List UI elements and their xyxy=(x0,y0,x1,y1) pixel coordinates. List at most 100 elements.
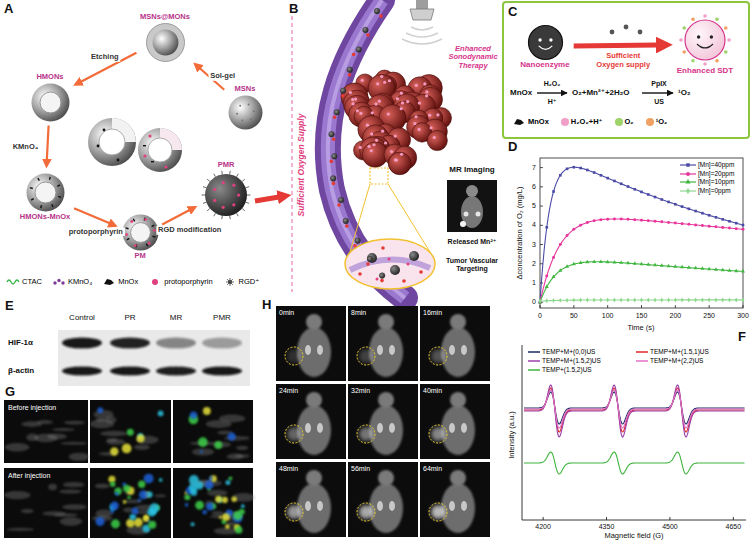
particle-shape xyxy=(710,35,713,38)
particle-shape xyxy=(122,214,158,250)
oxygen-chart xyxy=(599,298,602,303)
oxygen-chart xyxy=(688,208,691,211)
nanoparticle-node: MSNs@MONs xyxy=(139,13,191,62)
particle-shape xyxy=(130,222,150,242)
ultrasound-images xyxy=(222,497,228,503)
epr-chart xyxy=(522,520,746,521)
oxygen-chart xyxy=(586,221,589,224)
mri-images xyxy=(285,425,303,443)
oxygen-chart xyxy=(606,298,609,303)
zoom-inset xyxy=(345,168,435,289)
tumor-mass xyxy=(366,124,369,127)
legend-sample xyxy=(528,360,540,362)
epr-chart xyxy=(733,517,734,520)
zoom-inset xyxy=(350,259,430,270)
oxygen-chart xyxy=(540,186,543,187)
particle-shape xyxy=(237,193,240,196)
zoom-inset xyxy=(402,279,406,283)
western-blot xyxy=(156,367,196,376)
western-blot xyxy=(110,338,150,349)
tick-label: 300 xyxy=(737,312,749,320)
vessel-particles xyxy=(366,262,370,266)
legend-sample xyxy=(528,369,540,371)
particle-shape xyxy=(715,59,719,63)
oxygen-chart xyxy=(573,305,574,308)
flow-arrow xyxy=(255,197,279,201)
lane-label: PMR xyxy=(213,314,231,323)
ultrasound-images xyxy=(212,511,224,515)
vessel-particles xyxy=(329,8,385,282)
oxygen-chart xyxy=(735,227,738,230)
legend-sample xyxy=(685,179,690,184)
oxygen-chart xyxy=(606,260,610,263)
mr-image xyxy=(460,221,466,227)
legend-sample xyxy=(680,170,696,178)
mri-images xyxy=(429,503,447,521)
oxygen-chart xyxy=(633,261,637,264)
ultrasound-images xyxy=(190,412,197,419)
formula: ¹O₂ xyxy=(678,89,690,98)
oxygen-chart xyxy=(675,305,676,308)
ultrasound-images xyxy=(215,496,222,503)
nanozyme-node: Nanoenzyme xyxy=(519,24,570,70)
process-arrow xyxy=(81,53,137,82)
vessel-particles xyxy=(332,154,338,160)
particle-shape xyxy=(246,187,249,188)
tumor-mass xyxy=(370,149,373,152)
tumor-mass xyxy=(341,70,452,175)
oxygen-chart xyxy=(552,190,555,193)
ultrasound-images xyxy=(149,503,159,513)
ultrasound-images xyxy=(209,476,213,480)
oxygen-chart xyxy=(709,305,710,308)
oxygen-chart xyxy=(674,222,677,225)
particle-shape xyxy=(58,195,61,197)
lane-label: MR xyxy=(170,314,182,323)
ultrasound-images xyxy=(225,524,230,529)
tumor-mass xyxy=(372,143,375,146)
oxygen-chart xyxy=(728,220,731,223)
oxygen-chart xyxy=(585,260,589,263)
mri-images xyxy=(420,306,490,381)
ultrasound-images xyxy=(233,511,242,520)
oxygen-chart xyxy=(742,224,745,227)
nanoparticle-node: MSNs xyxy=(227,85,264,130)
legend-sample xyxy=(636,351,648,353)
tumor-mass xyxy=(388,79,391,82)
particle-shape xyxy=(31,83,69,121)
mri-images xyxy=(369,327,403,377)
mri-images xyxy=(276,306,346,381)
mr-image xyxy=(461,196,483,228)
ultrasound-images xyxy=(90,400,171,463)
mri-images xyxy=(317,501,323,511)
mri-images xyxy=(359,349,373,363)
legend-entry: O₂ xyxy=(615,118,634,126)
oxygen-chart xyxy=(681,297,684,302)
tumor-mass xyxy=(433,136,436,139)
ultrasound-images xyxy=(97,407,103,413)
mri-images xyxy=(431,427,445,441)
tick-label: 3 xyxy=(532,241,536,249)
legend-swatch xyxy=(615,118,623,126)
ultrasound-images xyxy=(235,526,242,533)
legend-entry: TEMP+(1.5,2)US xyxy=(528,366,592,373)
zoom-inset xyxy=(409,251,419,261)
legend-entry: ¹O₂ xyxy=(646,118,668,126)
particle-shape xyxy=(56,184,59,187)
particle-shape xyxy=(247,195,251,196)
tumor-mass xyxy=(427,130,447,150)
cutaway-particles xyxy=(99,129,125,155)
oxygen-chart xyxy=(743,305,744,308)
oxygen-chart xyxy=(653,263,657,266)
particle-shape xyxy=(682,26,686,30)
legend-entry: MnOx xyxy=(102,277,138,287)
ultrasound-images xyxy=(4,468,88,538)
zoom-inset xyxy=(419,270,423,274)
oxygen-chart xyxy=(687,265,691,268)
oxygen-chart xyxy=(681,205,684,208)
particle-shape xyxy=(228,95,262,129)
oxygen-chart xyxy=(593,171,596,174)
particle-shape xyxy=(48,176,50,179)
ultrasound-images xyxy=(191,522,195,526)
particle-shape xyxy=(213,199,216,202)
ultrasound-images xyxy=(111,519,120,528)
